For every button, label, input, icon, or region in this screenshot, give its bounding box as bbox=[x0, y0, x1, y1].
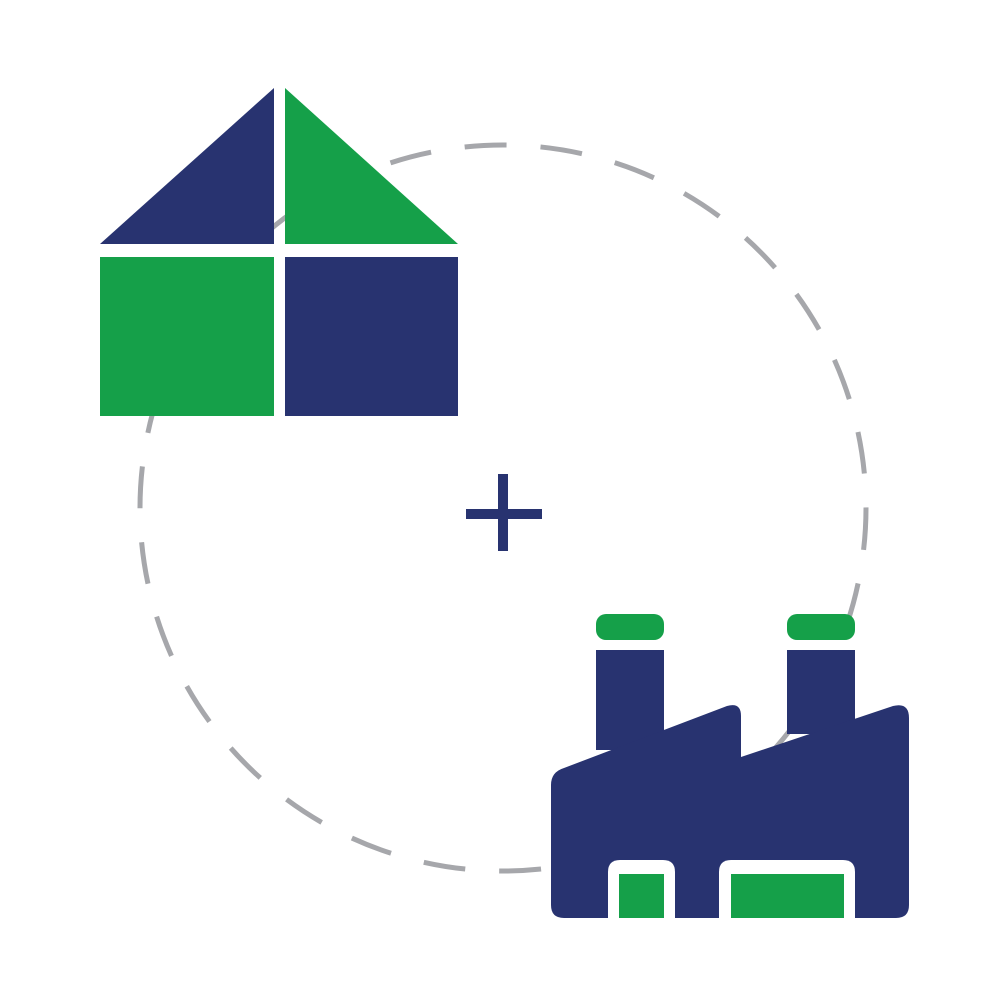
house-wall-right bbox=[285, 257, 458, 416]
chimney-right-cap bbox=[787, 614, 855, 640]
house-roof-right bbox=[285, 88, 458, 244]
door-right bbox=[731, 874, 844, 918]
factory-icon bbox=[551, 614, 909, 918]
chimney-left-cap bbox=[596, 614, 664, 640]
house-roof-left bbox=[100, 88, 274, 244]
door-left bbox=[619, 874, 664, 918]
dashed-ring bbox=[137, 142, 869, 874]
chimney-left bbox=[596, 650, 664, 750]
house-wall-left bbox=[100, 257, 274, 416]
plus-vertical-bar bbox=[498, 474, 508, 551]
house-icon bbox=[100, 88, 458, 416]
plus-icon bbox=[466, 474, 542, 551]
chimney-right bbox=[787, 650, 855, 734]
